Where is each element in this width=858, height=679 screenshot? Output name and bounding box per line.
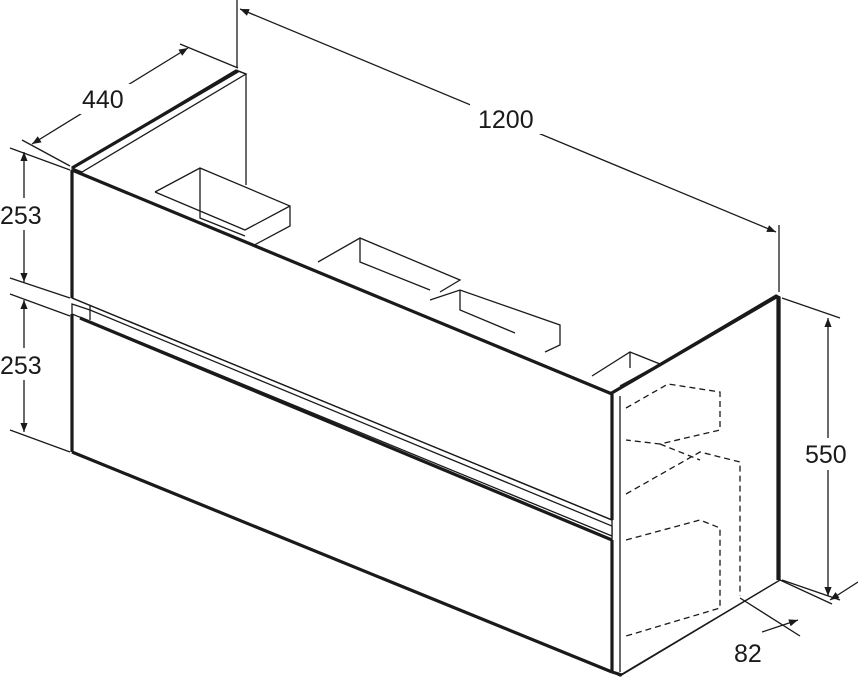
- depth-label: 440: [82, 86, 124, 114]
- dimension-side-shelf: 82: [734, 579, 858, 668]
- bottom-drawer-label: 253: [0, 352, 42, 380]
- side-shelf-label: 82: [734, 640, 762, 668]
- cabinet-body: [70, 69, 781, 677]
- height-label: 550: [805, 441, 847, 469]
- dimension-height: 550: [781, 297, 858, 601]
- dimension-width: 1200: [236, 0, 780, 292]
- dimension-top-drawer: 253: [0, 147, 71, 299]
- dimension-bottom-drawer: 253: [0, 293, 71, 453]
- width-label: 1200: [478, 106, 534, 134]
- dimension-depth: 440: [21, 43, 239, 167]
- top-drawer-label: 253: [0, 202, 42, 230]
